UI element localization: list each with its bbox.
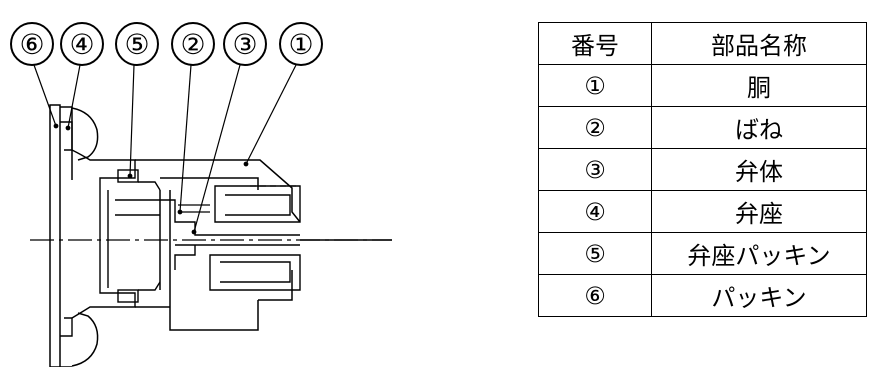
part-name: 胴 xyxy=(651,64,867,107)
header-number: 番号 xyxy=(538,22,652,65)
part-number: ④ xyxy=(538,190,652,233)
part-name: 弁体 xyxy=(651,148,867,191)
table-row: ② ばね xyxy=(538,106,867,149)
spring xyxy=(178,185,300,213)
part-number: ② xyxy=(538,106,652,149)
callout-4: ④ xyxy=(60,22,104,66)
part-name: 弁座 xyxy=(651,190,867,233)
table-row: ⑥ パッキン xyxy=(538,274,867,317)
part-number: ⑥ xyxy=(538,274,652,317)
header-part-name: 部品名称 xyxy=(651,22,867,65)
callout-6: ⑥ xyxy=(10,22,54,66)
callout-6-label: ⑥ xyxy=(19,28,44,61)
callout-1-label: ① xyxy=(288,28,313,61)
table-row: ③ 弁体 xyxy=(538,148,867,191)
part-number: ① xyxy=(538,64,652,107)
part-name: 弁座パッキン xyxy=(651,232,867,275)
valve-disc xyxy=(115,185,392,291)
seat-packing xyxy=(117,169,161,303)
part-name: パッキン xyxy=(651,274,867,317)
callout-5: ⑤ xyxy=(115,22,159,66)
callout-5-label: ⑤ xyxy=(124,28,149,61)
callout-2: ② xyxy=(171,22,215,66)
part-number: ⑤ xyxy=(538,232,652,275)
table-row: ① 胴 xyxy=(538,64,867,107)
gasket-flange xyxy=(49,104,99,367)
callout-4-label: ④ xyxy=(69,28,94,61)
parts-table: 番号 部品名称 ① 胴 ② ばね ③ 弁体 ④ 弁座 ⑤ 弁座パッキン ⑥ パッ… xyxy=(538,22,867,317)
callout-1: ① xyxy=(279,22,323,66)
valve-seat xyxy=(60,121,136,337)
parts-table-header-row: 番号 部品名称 xyxy=(538,22,867,65)
callout-3: ③ xyxy=(223,22,267,66)
callout-3-label: ③ xyxy=(232,28,257,61)
table-row: ⑤ 弁座パッキン xyxy=(538,232,867,275)
part-name: ばね xyxy=(651,106,867,149)
leader-lines xyxy=(33,64,297,235)
callout-2-label: ② xyxy=(180,28,205,61)
valve-cross-section-drawing: ⑥ ④ ⑤ ② ③ ① xyxy=(10,22,392,367)
part-number: ③ xyxy=(538,148,652,191)
table-row: ④ 弁座 xyxy=(538,190,867,233)
